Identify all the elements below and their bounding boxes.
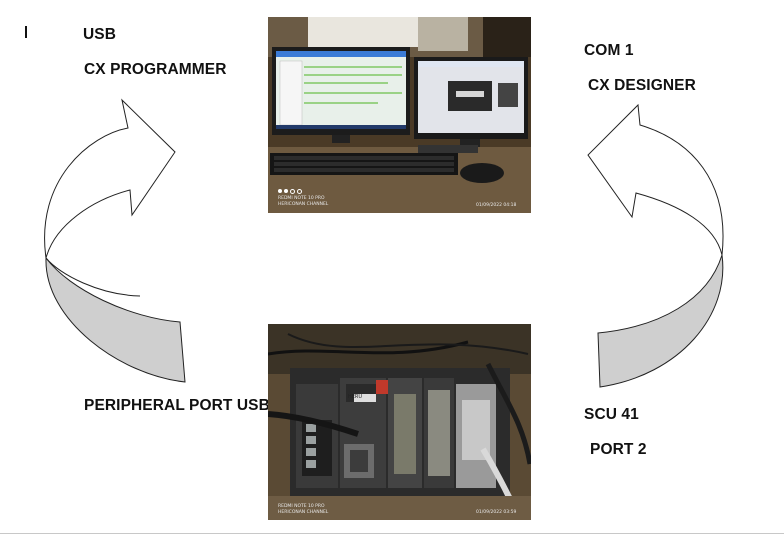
text-cursor	[25, 26, 27, 38]
label-usb: USB	[83, 26, 117, 43]
plc-module-tag: HERU	[348, 394, 363, 400]
label-com1: COM 1	[584, 42, 634, 59]
photo-watermark-top: REDMI NOTE 10 PRO HERICONAN CHANNEL	[278, 196, 329, 207]
right-arrow-shade	[597, 254, 724, 388]
label-peripheral-port-usb: PERIPHERAL PORT USB	[84, 397, 270, 414]
left-curved-arrow	[44, 98, 186, 383]
photo-watermark-bottom: REDMI NOTE 10 PRO HERICONAN CHANNEL	[278, 504, 329, 515]
label-cx-designer: CX DESIGNER	[588, 77, 696, 94]
right-arrow-body	[587, 103, 724, 256]
photo-page-dots	[278, 189, 302, 194]
page-bottom-rule	[0, 533, 784, 534]
photo-timestamp-top: 01/09/2022 04:18	[476, 203, 517, 208]
right-curved-arrow	[587, 103, 724, 388]
label-port2: PORT 2	[590, 441, 647, 458]
label-cx-programmer: CX PROGRAMMER	[84, 61, 227, 78]
plc-rack-photo: HERU REDMI NOTE 10 PRO HERICONAN CHANNEL…	[268, 324, 531, 520]
label-scu41: SCU 41	[584, 406, 639, 423]
photo-timestamp-bottom: 01/09/2022 03:59	[476, 510, 517, 515]
left-arrow-shade	[45, 256, 186, 383]
computer-monitors-photo: REDMI NOTE 10 PRO HERICONAN CHANNEL 01/0…	[268, 17, 531, 213]
left-arrow-body	[44, 98, 176, 259]
